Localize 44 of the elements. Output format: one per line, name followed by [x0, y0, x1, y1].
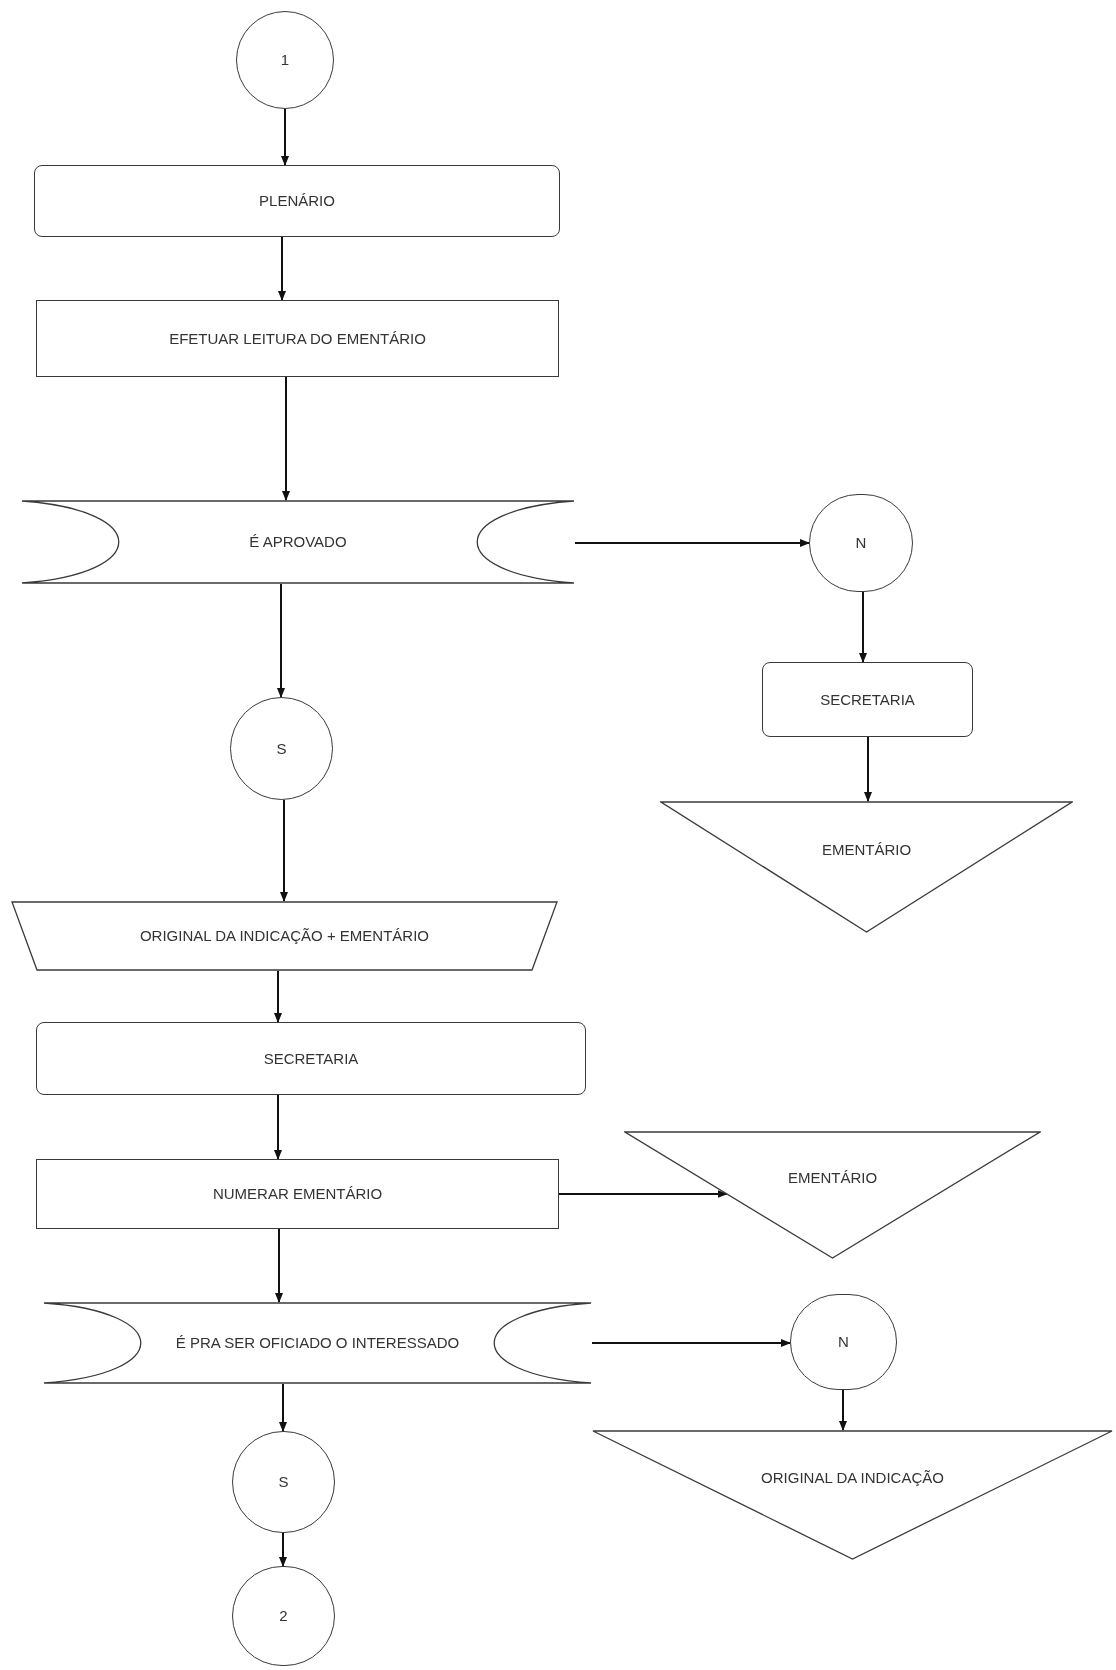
arrow — [274, 1094, 282, 1160]
node-text: SECRETARIA — [263, 1048, 359, 1069]
node-text: ORIGINAL DA INDICAÇÃO + EMENTÁRIO — [139, 926, 430, 946]
arrow — [591, 1339, 791, 1347]
arrow — [279, 1532, 287, 1567]
node-text: S — [278, 1472, 289, 1492]
terminal-box — [36, 1022, 586, 1095]
node-text: É PRA SER OFICIADO O INTERESSADO — [175, 1333, 460, 1353]
arrow — [281, 108, 289, 166]
arrow — [277, 583, 285, 698]
node-text: SECRETARIA — [820, 689, 915, 710]
node-text: EMENTÁRIO — [787, 1168, 878, 1189]
node-text: ORIGINAL DA INDICAÇÃO — [761, 1468, 944, 1489]
arrow — [280, 798, 288, 902]
node-text: PLENÁRIO — [259, 191, 335, 211]
arrow — [279, 1383, 287, 1432]
process-box — [36, 300, 559, 377]
decision-shape — [21, 500, 575, 584]
node-text: 2 — [279, 1606, 288, 1626]
node-text: 1 — [280, 50, 290, 70]
arrow — [278, 236, 286, 301]
decision-shape — [43, 1302, 592, 1384]
node-text: NUMERAR EMENTÁRIO — [212, 1184, 383, 1204]
node-text: S — [276, 738, 287, 759]
arrow — [558, 1190, 728, 1198]
manual-input-shape — [11, 901, 558, 971]
terminal-box — [762, 662, 973, 737]
node-text: EMENTÁRIO — [821, 839, 912, 860]
node-text: N — [855, 533, 867, 553]
arrow — [859, 590, 867, 663]
terminal-box — [34, 165, 560, 237]
arrow — [839, 1389, 847, 1431]
node-text: N — [838, 1332, 849, 1352]
arrow — [275, 1228, 283, 1303]
storage-triangle — [624, 1131, 1041, 1259]
arrow — [274, 970, 282, 1023]
node-text: É APROVADO — [249, 532, 347, 552]
node-text: EFETUAR LEITURA DO EMENTÁRIO — [169, 328, 426, 349]
arrow — [282, 376, 290, 501]
process-box — [36, 1159, 559, 1229]
arrow — [574, 539, 810, 547]
storage-triangle — [660, 801, 1073, 933]
storage-triangle — [592, 1430, 1113, 1560]
arrow — [864, 736, 872, 802]
